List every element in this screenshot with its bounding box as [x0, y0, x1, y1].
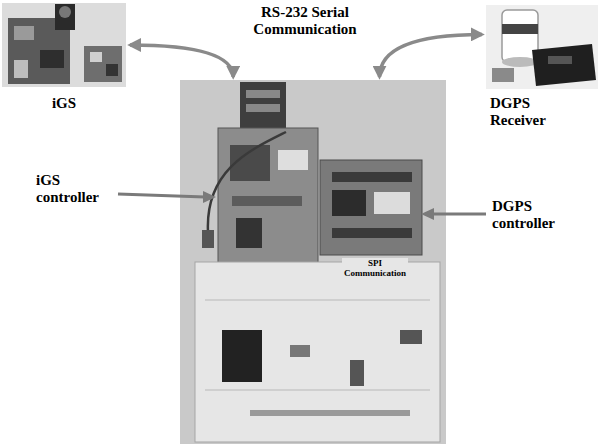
figure-label: RS-232 Serial Communication	[222, 4, 388, 38]
node-label: iGS	[2, 95, 126, 112]
figure-label: DGPS controller	[492, 198, 582, 232]
serial-link-arrow	[380, 34, 483, 77]
igs-photo: iGS	[2, 3, 126, 87]
node-label: SPI Communication	[342, 258, 408, 280]
serial-link-arrow	[130, 45, 233, 77]
controller-board-photo: SPI Communication	[180, 80, 446, 444]
dgps-receiver-photo: DGPS Receiver	[486, 5, 598, 89]
figure-label: iGS controller	[36, 172, 118, 206]
node-label: DGPS Receiver	[490, 95, 572, 128]
